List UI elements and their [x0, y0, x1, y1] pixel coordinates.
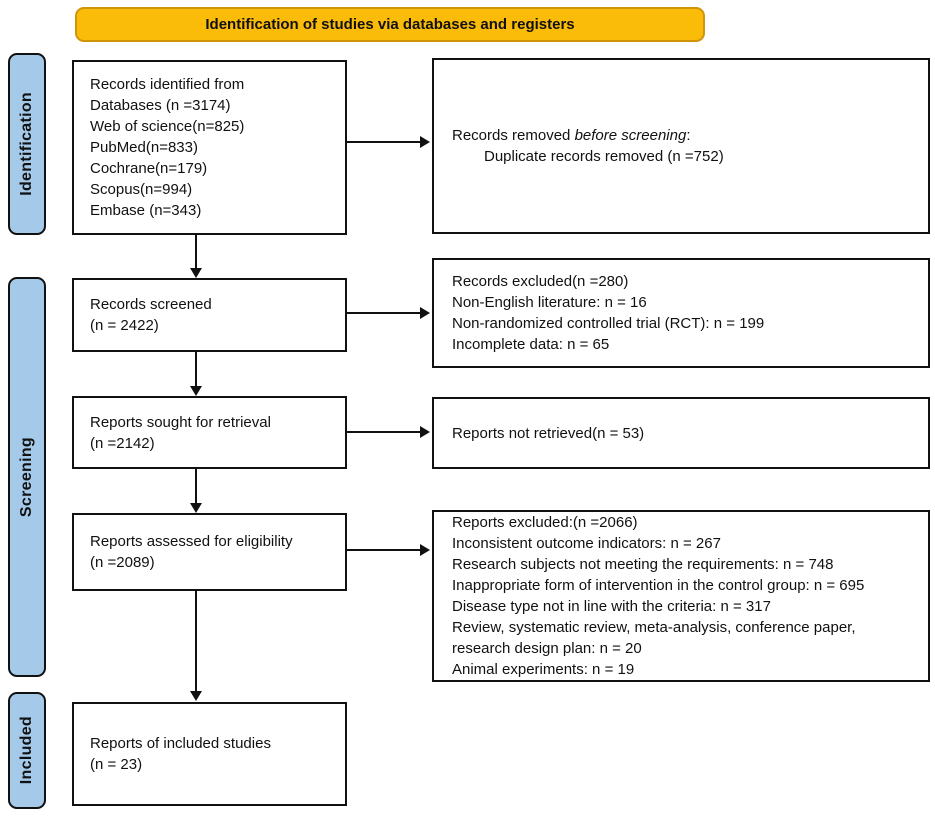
- stage-label-included: Included: [8, 692, 46, 809]
- records-removed-prefix: Records removed: [452, 127, 575, 144]
- box-reports-not-retrieved: Reports not retrieved(n = 53): [432, 397, 930, 469]
- records-removed-italic: before screening: [574, 127, 687, 144]
- box-reports-sought-text: Reports sought for retrieval (n =2142): [90, 413, 271, 452]
- box-reports-assessed-text: Reports assessed for eligibility (n =208…: [90, 533, 293, 571]
- box-records-removed-line2: Duplicate records removed (n =752): [484, 148, 724, 165]
- box-records-screened: Records screened (n = 2422): [72, 278, 347, 352]
- arrow-right-sought-to-not-retrieved: [347, 426, 430, 438]
- arrow-down-sought-to-assessed: [190, 469, 202, 513]
- box-records-excluded: Records excluded(n =280) Non-English lit…: [432, 258, 930, 368]
- stage-label-identification-text: Identification: [18, 92, 35, 196]
- banner-label: Identification of studies via databases …: [205, 16, 575, 33]
- stage-label-screening: Screening: [8, 277, 46, 677]
- arrow-right-assessed-to-excluded: [347, 544, 430, 556]
- box-records-excluded-text: Records excluded(n =280) Non-English lit…: [452, 273, 765, 353]
- box-reports-included-text: Reports of included studies (n = 23): [90, 735, 271, 773]
- arrow-right-screened-to-excluded: [347, 307, 430, 319]
- box-reports-not-retrieved-text: Reports not retrieved(n = 53): [452, 424, 645, 442]
- stage-label-included-text: Included: [18, 716, 35, 785]
- stage-label-identification: Identification: [8, 53, 46, 235]
- arrow-right-identified-to-removed: [347, 136, 430, 148]
- box-reports-included: Reports of included studies (n = 23): [72, 702, 347, 806]
- box-reports-excluded: Reports excluded:(n =2066) Inconsistent …: [432, 510, 930, 682]
- box-records-removed-line1: Records removed before screening:: [452, 125, 924, 146]
- box-records-screened-text: Records screened (n = 2422): [90, 296, 212, 334]
- arrow-down-assessed-to-included: [190, 591, 202, 701]
- box-records-removed: Records removed before screening: Duplic…: [432, 58, 930, 234]
- banner-identification-via-databases: Identification of studies via databases …: [75, 7, 705, 42]
- box-reports-assessed: Reports assessed for eligibility (n =208…: [72, 513, 347, 591]
- arrow-down-screened-to-sought: [190, 352, 202, 396]
- box-reports-excluded-text: Reports excluded:(n =2066) Inconsistent …: [452, 514, 865, 678]
- box-reports-sought: Reports sought for retrieval (n =2142): [72, 396, 347, 469]
- box-records-identified: Records identified from Databases (n =31…: [72, 60, 347, 235]
- box-records-identified-text: Records identified from Databases (n =31…: [90, 76, 245, 219]
- records-removed-suffix: :: [686, 127, 691, 144]
- stage-label-screening-text: Screening: [18, 436, 35, 518]
- arrow-down-identified-to-screened: [190, 235, 202, 278]
